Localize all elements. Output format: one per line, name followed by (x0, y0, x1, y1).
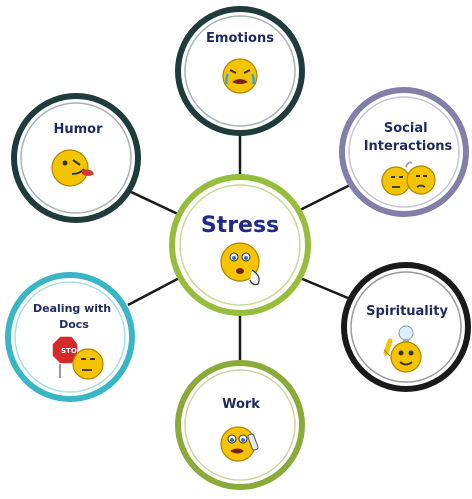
center-node: Stress (169, 174, 311, 316)
svg-text:Work: Work (222, 397, 260, 412)
tongue-out-face-icon (51, 149, 94, 187)
node-ring (175, 360, 305, 490)
svg-text:Social Interactions: Social Interactions (364, 121, 453, 154)
svg-text:Humor: Humor (53, 122, 103, 137)
node-label: Interactions (364, 139, 453, 154)
svg-text:STOP: STOP (61, 347, 82, 355)
node-work: Work (175, 360, 305, 490)
two-faces-icon (381, 161, 436, 196)
connector-spirituality (299, 276, 349, 300)
node-label: Work (222, 397, 260, 412)
node-label: Social (384, 121, 428, 136)
node-emotions: Emotions (175, 6, 305, 136)
connector-social (299, 183, 351, 212)
svg-text:Dealing with Docs: Dealing with Docs (33, 302, 115, 331)
node-label: Docs (59, 318, 89, 331)
node-label: Emotions (206, 31, 274, 46)
phone-face-icon (220, 426, 259, 462)
worried-face-icon (220, 242, 260, 286)
node-social: Social Interactions (339, 87, 469, 217)
stop-sign-face-icon: STOP (51, 335, 104, 380)
node-label: Spirituality (366, 304, 448, 319)
connector-dealing-docs (127, 273, 186, 307)
node-spirituality: Spirituality (341, 262, 471, 392)
lightbulb-face-icon (383, 325, 422, 373)
node-dealing-docs: Dealing with Docs STOP (5, 272, 135, 402)
svg-text:Spirituality: Spirituality (366, 304, 448, 319)
center-label: Stress (201, 213, 279, 238)
node-label: Humor (53, 122, 103, 137)
node-label: Dealing with (33, 302, 111, 315)
crying-face-icon (222, 58, 258, 94)
svg-text:Emotions: Emotions (206, 31, 274, 46)
node-humor: Humor (11, 93, 141, 223)
